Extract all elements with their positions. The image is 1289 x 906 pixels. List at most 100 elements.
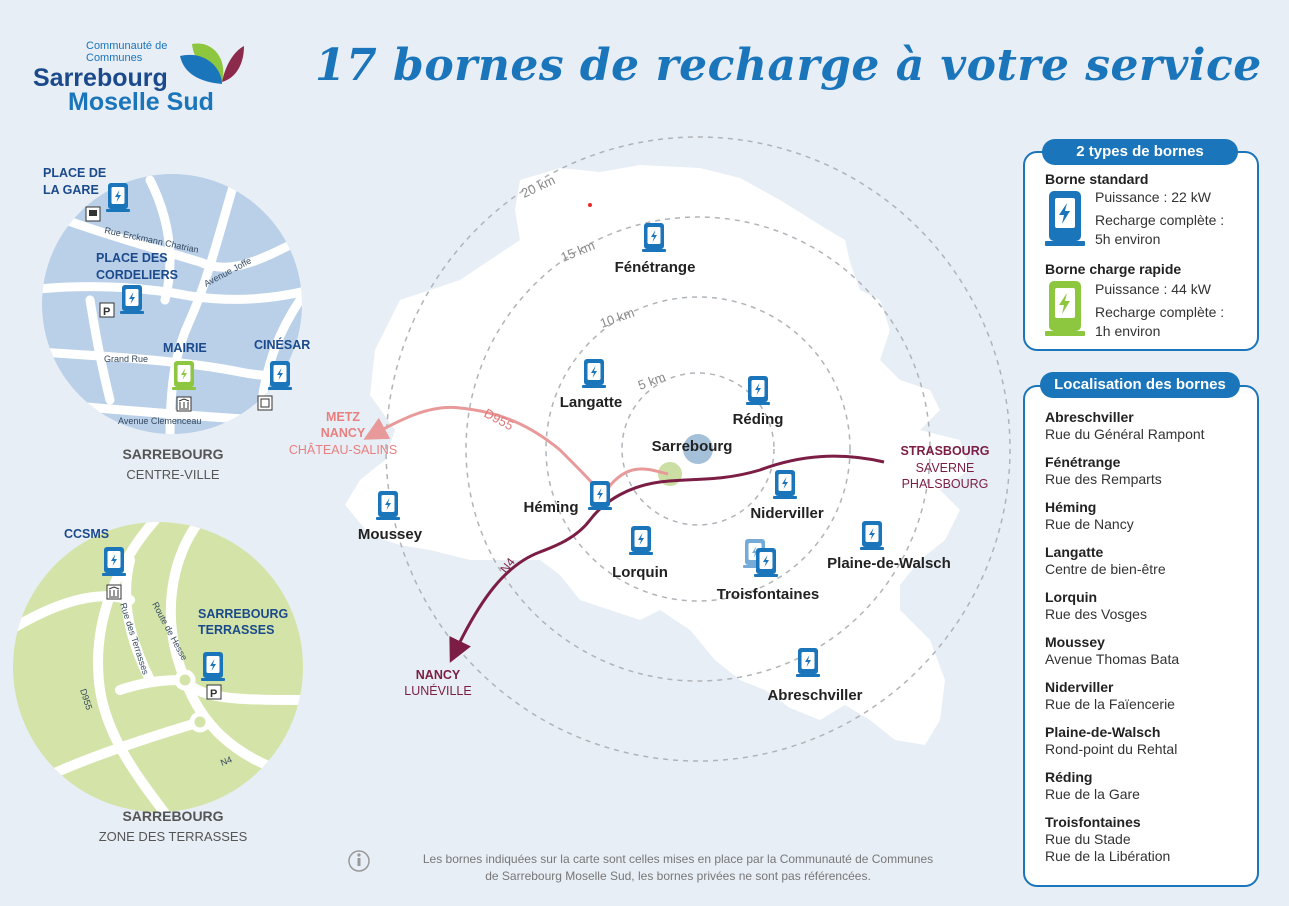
- borne-langatte-icon: [582, 359, 606, 388]
- logo-sarrebourg: Sarrebourg: [33, 64, 168, 92]
- loc-address: Rue des Remparts: [1045, 471, 1162, 487]
- road-d955: [363, 405, 602, 493]
- svg-text:N4: N4: [219, 754, 233, 768]
- svg-text:SARREBOURG: SARREBOURG: [122, 808, 223, 824]
- info-icon: [348, 850, 370, 872]
- borne-abreschviller-icon: [796, 648, 820, 677]
- town-niderviller: Niderviller: [750, 505, 824, 522]
- town-plaine-de-walsch: Plaine-de-Walsch: [827, 555, 951, 572]
- loc-address: Rue du Stade: [1045, 831, 1131, 847]
- standard-name: Borne standard: [1045, 171, 1149, 187]
- svg-text:P: P: [103, 306, 110, 318]
- svg-text:METZ: METZ: [326, 410, 360, 424]
- loc-city: Réding: [1045, 769, 1093, 785]
- loc-address: Rue de la Libération: [1045, 848, 1171, 864]
- svg-text:Grand Rue: Grand Rue: [104, 354, 148, 364]
- red-dot: [588, 203, 592, 207]
- loc-address: Avenue Thomas Bata: [1045, 651, 1180, 667]
- page-title: 17 bornes de recharge à votre service: [315, 40, 1262, 91]
- borne-mairie-icon: [172, 361, 196, 390]
- loc-city: Fénétrange: [1045, 454, 1121, 470]
- svg-text:CINÉSAR: CINÉSAR: [254, 337, 310, 352]
- town-fenetrange: Fénétrange: [615, 259, 696, 276]
- svg-text:MAIRIE: MAIRIE: [163, 341, 207, 355]
- loc-city: Niderviller: [1045, 679, 1114, 695]
- svg-text:P: P: [210, 688, 217, 700]
- borne-fenetrange-icon: [642, 223, 666, 252]
- svg-text:NANCY: NANCY: [416, 668, 461, 682]
- town-troisfontaines: Troisfontaines: [717, 586, 820, 603]
- logo-text-small: Communauté de Communes: [86, 40, 167, 64]
- loc-header: Localisation des bornes: [1040, 372, 1240, 398]
- parking-icon: P: [99, 302, 115, 318]
- svg-text:LA GARE: LA GARE: [43, 183, 99, 197]
- borne-niderviller-icon: [773, 470, 797, 499]
- footnote-line2: de Sarrebourg Moselle Sud, les bornes pr…: [485, 869, 871, 883]
- standard-power: Puissance : 22 kW: [1095, 189, 1211, 205]
- types-panel: Borne standard Puissance : 22 kW Recharg…: [1023, 151, 1259, 351]
- loc-address: Rond-point du Rehtal: [1045, 741, 1178, 757]
- borne-heming-icon: [588, 481, 612, 510]
- train-icon: [85, 206, 101, 222]
- svg-text:TERRASSES: TERRASSES: [198, 623, 274, 637]
- borne-cordeliers-icon: [120, 285, 144, 314]
- footnote: Les bornes indiquées sur la carte sont c…: [378, 851, 978, 885]
- borne-rapide-icon: [1045, 281, 1085, 336]
- svg-text:CCSMS: CCSMS: [64, 527, 109, 541]
- rapide-name: Borne charge rapide: [1045, 261, 1182, 277]
- loc-city: Plaine-de-Walsch: [1045, 724, 1161, 740]
- standard-charge-1: Recharge complète :: [1095, 212, 1225, 228]
- svg-text:Avenue Clemenceau: Avenue Clemenceau: [118, 416, 201, 426]
- rapide-power: Puissance : 44 kW: [1095, 281, 1211, 297]
- inset-centre-ville: Rue Erckmann Chatrian Avenue Joffe Grand…: [42, 166, 310, 482]
- loc-address: Rue du Général Rampont: [1045, 426, 1205, 442]
- svg-text:SAVERNE: SAVERNE: [916, 461, 975, 475]
- dest-south: NANCY LUNÉVILLE: [404, 668, 471, 698]
- loc-city: Héming: [1045, 499, 1097, 515]
- dest-east: STRASBOURG SAVERNE PHALSBOURG: [901, 444, 990, 491]
- logo-leaf-icon: [180, 43, 244, 84]
- loc-address: Rue de la Faïencerie: [1045, 696, 1175, 712]
- town-lorquin: Lorquin: [612, 564, 668, 581]
- svg-text:NANCY: NANCY: [321, 426, 366, 440]
- town-abreschviller: Abreschviller: [767, 687, 862, 704]
- borne-ccsms-icon: [102, 547, 126, 576]
- rapide-charge-1: Recharge complète :: [1095, 304, 1225, 320]
- loc-city: Lorquin: [1045, 589, 1098, 605]
- logo-line1: Communauté de: [86, 40, 168, 52]
- rapide-charge-2: 1h environ: [1095, 323, 1161, 339]
- logo-line2: Communes: [86, 52, 143, 64]
- svg-text:PLACE DES: PLACE DES: [96, 251, 168, 265]
- svg-text:PHALSBOURG: PHALSBOURG: [902, 477, 989, 491]
- standard-charge-2: 5h environ: [1095, 231, 1161, 247]
- borne-lorquin-icon: [629, 526, 653, 555]
- town-labels: Fénétrange Langatte Réding Sarrebourg Hé…: [358, 259, 951, 704]
- town-moussey: Moussey: [358, 526, 423, 543]
- logo-moselle-sud: Moselle Sud: [68, 88, 214, 116]
- town-reding: Réding: [733, 411, 784, 428]
- borne-terrasses-icon: [201, 652, 225, 681]
- borne-reding-icon: [746, 376, 770, 405]
- svg-text:LUNÉVILLE: LUNÉVILLE: [404, 683, 471, 698]
- town-sarrebourg: Sarrebourg: [652, 438, 733, 455]
- sarrebourg-marker: [683, 434, 713, 464]
- town-heming: Héming: [523, 499, 578, 516]
- svg-text:PLACE DE: PLACE DE: [43, 166, 106, 180]
- borne-cinesar-icon: [268, 361, 292, 390]
- borne-standard-icon: [1045, 191, 1085, 246]
- svg-text:ZONE DES TERRASSES: ZONE DES TERRASSES: [99, 829, 248, 844]
- parking-icon: P: [206, 684, 222, 700]
- footnote-line1: Les bornes indiquées sur la carte sont c…: [422, 852, 934, 866]
- borne-moussey-icon: [376, 491, 400, 520]
- svg-text:CHÂTEAU-SALINS: CHÂTEAU-SALINS: [289, 442, 397, 457]
- borne-gare-icon: [106, 183, 130, 212]
- town-hall-icon: [106, 584, 122, 600]
